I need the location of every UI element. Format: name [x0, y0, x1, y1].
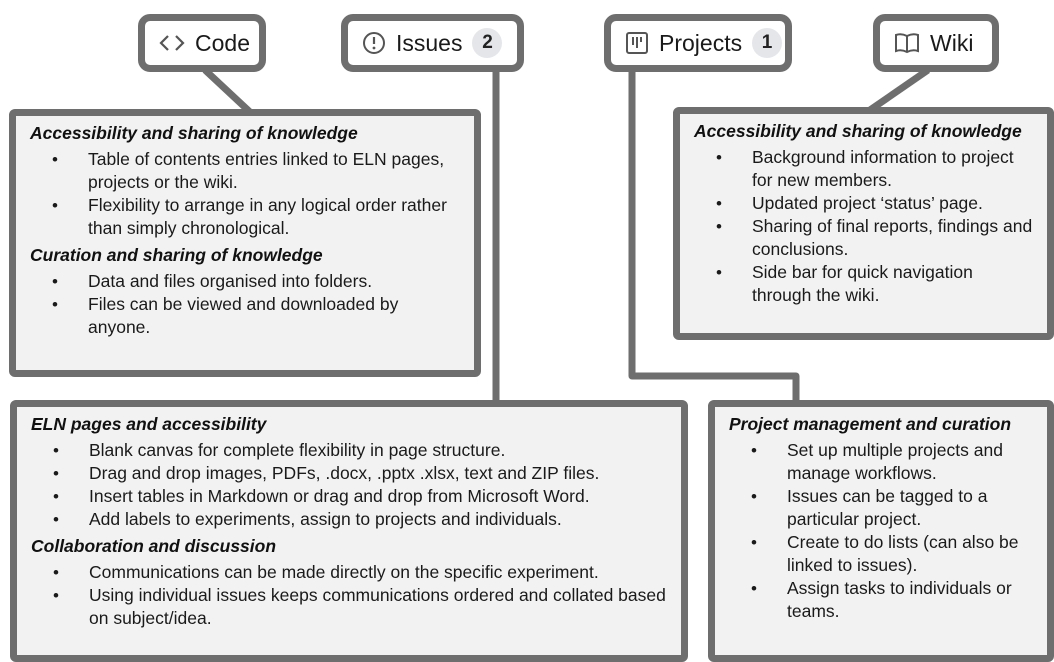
issues-heading-1: ELN pages and accessibility	[31, 414, 267, 434]
tab-code-label: Code	[195, 29, 250, 56]
list-item: Add labels to experiments, assign to pro…	[31, 508, 671, 531]
list-item: Background information to project for ne…	[694, 146, 1037, 192]
projects-panel: Project management and curation Set up m…	[708, 400, 1054, 662]
code-heading-1: Accessibility and sharing of knowledge	[30, 123, 358, 143]
wiki-list-1: Background information to project for ne…	[694, 146, 1037, 307]
issue-opened-icon	[362, 31, 386, 55]
list-item: Blank canvas for complete flexibility in…	[31, 439, 671, 462]
list-item: Communications can be made directly on t…	[31, 561, 671, 584]
list-item: Using individual issues keeps communicat…	[31, 584, 671, 630]
list-item: Flexibility to arrange in any logical or…	[30, 194, 464, 240]
list-item: Data and files organised into folders.	[30, 270, 464, 293]
list-item: Insert tables in Markdown or drag and dr…	[31, 485, 671, 508]
tab-code[interactable]: Code	[138, 14, 266, 72]
list-item: Sharing of final reports, findings and c…	[694, 215, 1037, 261]
issues-count-badge: 2	[472, 28, 503, 58]
tab-projects-label: Projects	[659, 29, 743, 56]
list-item: Assign tasks to individuals or teams.	[729, 577, 1037, 623]
code-connector	[202, 67, 253, 115]
issues-list-2: Communications can be made directly on t…	[31, 561, 671, 630]
tab-issues[interactable]: Issues 2	[341, 14, 524, 72]
code-icon	[159, 33, 185, 53]
projects-count-badge: 1	[752, 28, 783, 58]
projects-list-1: Set up multiple projects and manage work…	[729, 439, 1037, 623]
tab-wiki[interactable]: Wiki	[873, 14, 999, 72]
code-panel: Accessibility and sharing of knowledge T…	[9, 109, 481, 377]
code-list-2: Data and files organised into folders. F…	[30, 270, 464, 339]
wiki-connector	[868, 67, 930, 113]
list-item: Files can be viewed and downloaded by an…	[30, 293, 464, 339]
wiki-panel: Accessibility and sharing of knowledge B…	[673, 107, 1054, 340]
code-list-1: Table of contents entries linked to ELN …	[30, 148, 464, 240]
list-item: Drag and drop images, PDFs, .docx, .pptx…	[31, 462, 671, 485]
wiki-heading-1: Accessibility and sharing of knowledge	[694, 121, 1022, 141]
tab-issues-label: Issues	[396, 29, 463, 56]
code-heading-2: Curation and sharing of knowledge	[30, 245, 323, 265]
list-item: Updated project ‘status’ page.	[694, 192, 1037, 215]
list-item: Create to do lists (can also be linked t…	[729, 531, 1037, 577]
issues-panel: ELN pages and accessibility Blank canvas…	[10, 400, 688, 662]
list-item: Table of contents entries linked to ELN …	[30, 148, 464, 194]
list-item: Issues can be tagged to a particular pro…	[729, 485, 1037, 531]
list-item: Set up multiple projects and manage work…	[729, 439, 1037, 485]
book-icon	[894, 32, 920, 54]
project-board-icon	[625, 31, 649, 55]
tab-wiki-label: Wiki	[930, 29, 974, 56]
issues-heading-2: Collaboration and discussion	[31, 536, 277, 556]
issues-list-1: Blank canvas for complete flexibility in…	[31, 439, 671, 531]
projects-heading-1: Project management and curation	[729, 414, 1012, 434]
list-item: Side bar for quick navigation through th…	[694, 261, 1037, 307]
tab-projects[interactable]: Projects 1	[604, 14, 792, 72]
